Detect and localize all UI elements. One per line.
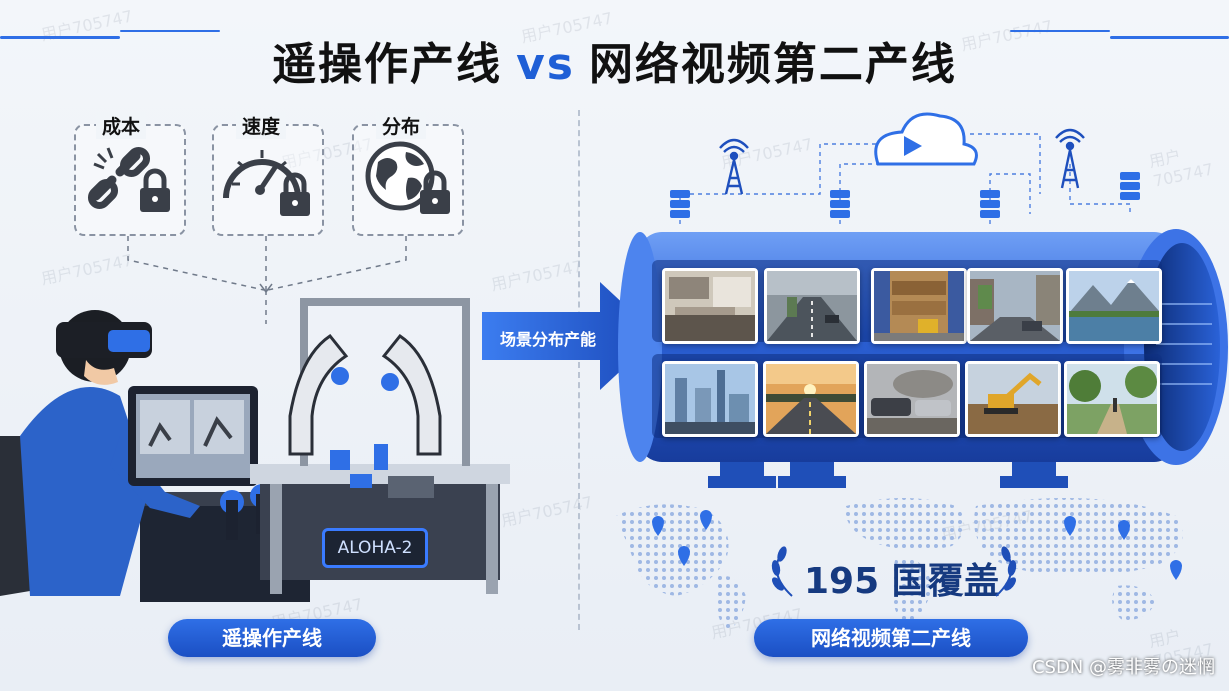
header-decor-line	[1010, 30, 1110, 32]
scene-thumbnail-sunset-road	[763, 361, 859, 437]
constraint-connector	[127, 236, 407, 324]
robot-arm-left	[288, 333, 349, 456]
server-icon	[830, 190, 850, 218]
panel-divider	[578, 110, 580, 630]
robot-label: ALOHA-2	[322, 528, 428, 568]
cloud-play-icon	[874, 112, 978, 166]
header-decor-line	[1110, 36, 1229, 39]
broken-chain-lock-icon	[87, 146, 170, 212]
robot-table	[250, 464, 510, 484]
speedometer-lock-icon	[223, 150, 310, 216]
arrow-label: 场景分布产能	[500, 330, 597, 349]
globe-lock-icon	[365, 141, 450, 214]
laurel-right-icon	[995, 546, 1017, 597]
server-icon	[1120, 172, 1140, 200]
constraint-cost-label: 成本	[96, 112, 147, 139]
title-vs: vs	[516, 39, 575, 90]
scene-thumbnail-kitchen	[662, 268, 758, 344]
scene-thumbnail-excavator-site	[965, 361, 1061, 437]
cell-tower-icon	[719, 138, 749, 195]
video-pipeline	[618, 229, 1228, 488]
constraint-speed-box	[212, 124, 324, 236]
scene-thumbnail-park	[1064, 361, 1160, 437]
left-pill-label: 遥操作产线	[168, 619, 376, 657]
server-icon	[980, 190, 1000, 218]
operator-body	[20, 387, 150, 596]
constraint-cost-box	[74, 124, 186, 236]
teleoperation-scene	[0, 298, 510, 602]
header-decor-line	[0, 36, 120, 39]
footer-credit: CSDN @雾非雾の迷惘	[1031, 657, 1215, 678]
world-map	[616, 498, 1183, 630]
constraint-distribution-box	[352, 124, 464, 236]
capacity-arrow-icon	[482, 282, 658, 390]
scene-thumbnail-car-crash	[864, 361, 960, 437]
cell-tower-icon	[1055, 128, 1085, 189]
scene-thumbnail-city-street	[967, 268, 1063, 344]
blue-cube	[330, 450, 350, 470]
scene-thumbnail-warehouse	[871, 268, 967, 344]
page-title: 遥操作产线 vs 网络视频第二产线	[0, 28, 1229, 92]
scene-thumbnail-refinery	[662, 361, 758, 437]
constraint-speed-label: 速度	[236, 112, 287, 139]
scene-thumbnail-mountain-lake	[1066, 268, 1162, 344]
title-right: 网络视频第二产线	[588, 39, 957, 90]
right-pill-label: 网络视频第二产线	[754, 619, 1028, 657]
coverage-text: 195 国覆盖	[804, 561, 1000, 602]
scene-thumbnail-rainy-road	[764, 268, 860, 344]
title-left: 遥操作产线	[272, 39, 503, 90]
laurel-left-icon	[771, 546, 793, 597]
robot-arm-right	[381, 333, 442, 456]
header-decor-line	[120, 30, 220, 32]
map-pin-icon	[652, 510, 1182, 580]
constraint-distribution-label: 分布	[376, 112, 427, 139]
server-icon	[670, 190, 690, 218]
network-overlay	[670, 112, 1140, 224]
